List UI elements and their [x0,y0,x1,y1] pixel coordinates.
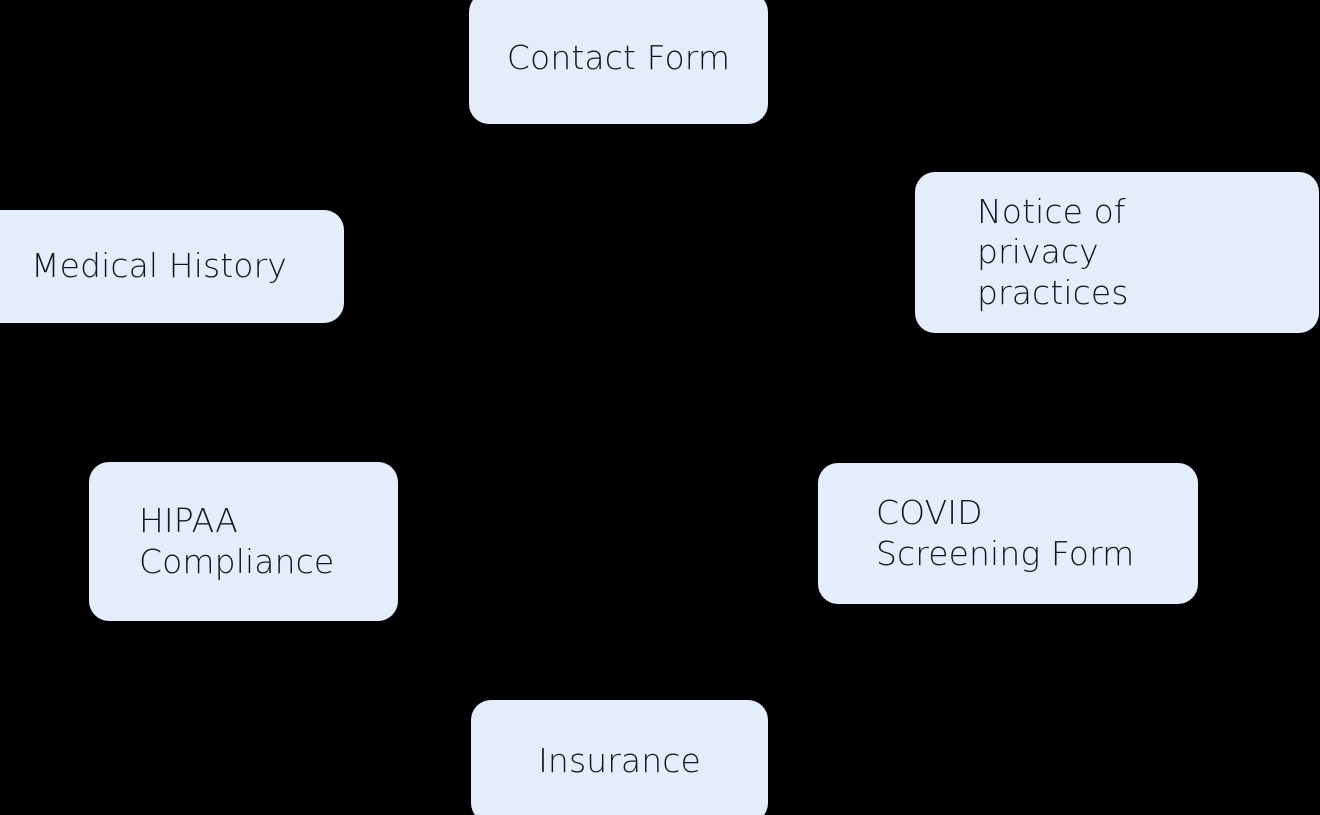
node-label: Insurance [538,741,701,781]
diagram-node-contact-form[interactable]: Contact Form [469,0,768,124]
node-label: COVID Screening Form [876,493,1135,573]
diagram-node-insurance[interactable]: Insurance [471,700,768,815]
diagram-node-covid-screening-form[interactable]: COVID Screening Form [818,463,1198,604]
node-label: HIPAA Compliance [139,501,335,581]
diagram-node-medical-history[interactable]: Medical History [0,210,344,323]
node-label: Contact Form [506,37,731,77]
node-label: Medical History [31,246,287,286]
diagram-node-hipaa-compliance[interactable]: HIPAA Compliance [89,462,398,621]
node-label: Notice of privacy practices [977,192,1129,312]
diagram-node-notice-of-privacy-practices[interactable]: Notice of privacy practices [915,172,1319,333]
